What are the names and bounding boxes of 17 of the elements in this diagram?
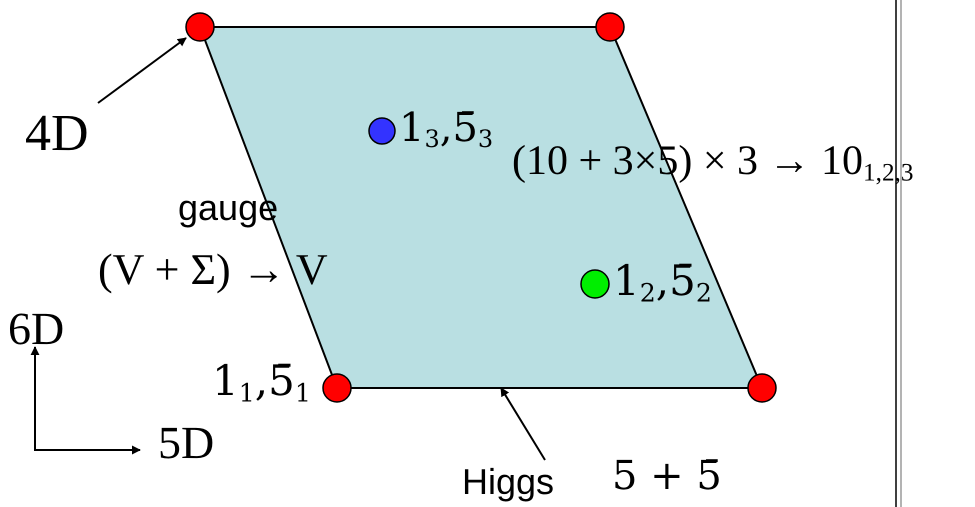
axis-label: 5D	[158, 420, 214, 466]
point-label: 1$_{2}$,5̄$_{2}$	[613, 255, 712, 310]
point-marker	[595, 12, 625, 42]
point-marker	[185, 12, 215, 42]
axis-label: 6D	[8, 306, 64, 352]
formula-label: 5 + 5̄	[612, 452, 722, 501]
point-marker	[322, 373, 352, 403]
arrow	[97, 37, 187, 104]
arrow	[500, 387, 546, 461]
point-marker	[747, 373, 777, 403]
point-marker	[368, 117, 396, 145]
point-marker	[580, 269, 610, 299]
text-label: Higgs	[462, 464, 554, 500]
formula-label: (V + Σ) → V	[98, 248, 328, 292]
dimension-label: 4D	[25, 108, 89, 160]
point-label: 1$_{3}$,5̄$_{3}$	[399, 104, 494, 155]
point-label: 1$_{1}$,5̄$_{1}$	[212, 355, 311, 410]
